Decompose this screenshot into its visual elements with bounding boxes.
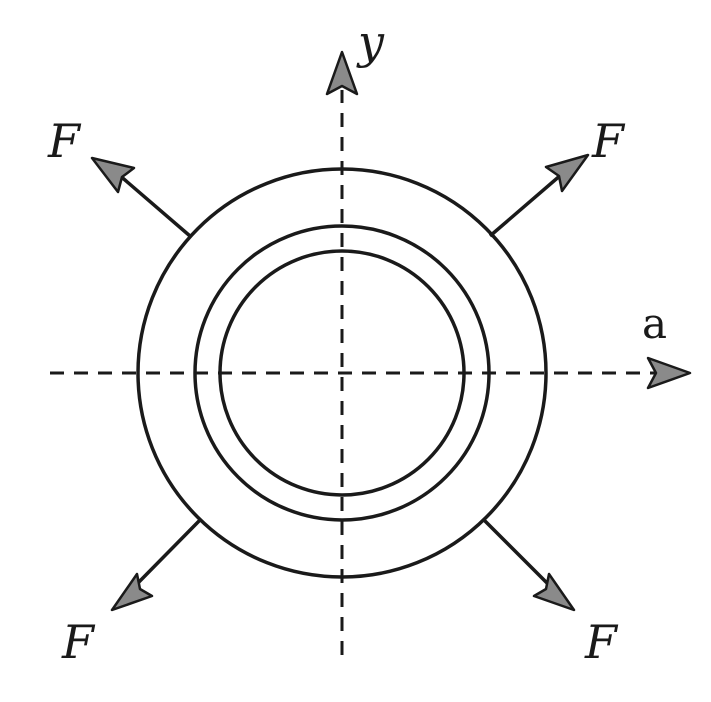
force-arrowhead-bottom-left xyxy=(110,572,154,612)
force-label-bottom-left: F xyxy=(61,615,96,669)
force-arrowhead-bottom-right xyxy=(532,572,576,612)
middle-ring xyxy=(193,224,491,522)
y-axis-arrowhead xyxy=(325,50,359,96)
y-axis-label: y xyxy=(356,15,385,69)
x-axis-label: a xyxy=(642,299,667,348)
force-line-top-right xyxy=(488,172,564,238)
force-arrowhead-top-left xyxy=(90,156,136,194)
force-line-bottom-left xyxy=(133,518,202,588)
outer-ring xyxy=(136,167,548,579)
force-line-top-left xyxy=(116,172,192,238)
inner-ring xyxy=(218,249,466,497)
force-arrowhead-top-right xyxy=(544,153,590,193)
x-axis-arrowhead xyxy=(646,356,692,390)
force-label-top-right: F xyxy=(591,114,626,168)
force-line-bottom-right xyxy=(482,518,552,588)
force-label-top-left: F xyxy=(47,114,82,168)
force-label-bottom-right: F xyxy=(584,615,619,669)
